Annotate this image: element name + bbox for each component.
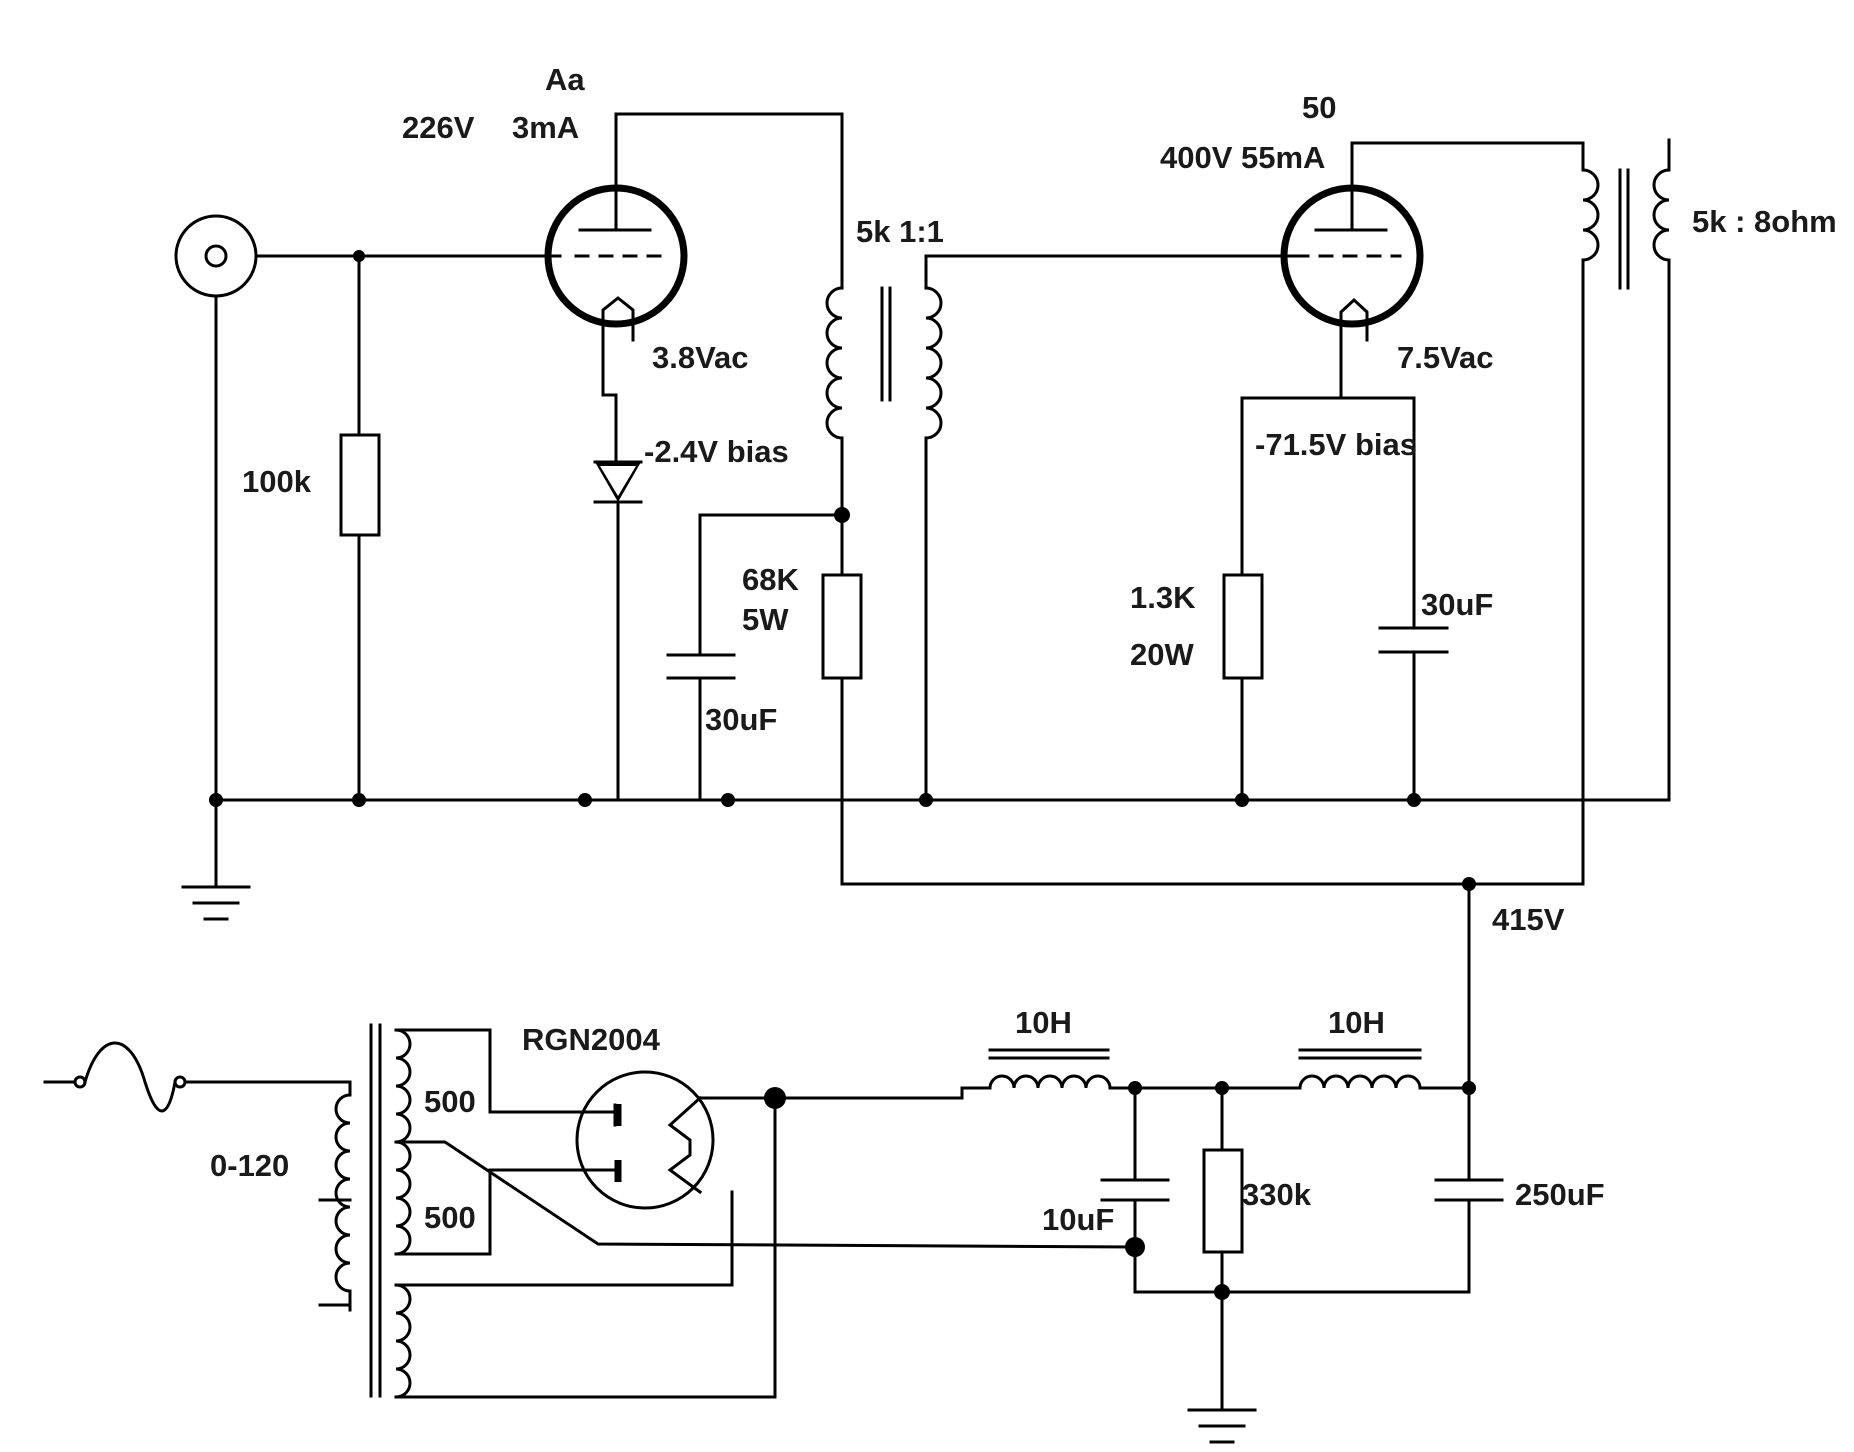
filter-chain [773,1048,1471,1100]
tube1-plate-wire [614,112,844,290]
rectifier-label: RGN2004 [522,1022,661,1057]
grid-resistor-label: 100k [242,464,312,499]
output-transformer-label: 5k : 8ohm [1692,204,1837,239]
tube1-type-label: Aa [545,62,585,97]
decoupling-cap-30uf [666,513,844,802]
filter-cap1-label: 10uF [1042,1202,1114,1237]
secondary-upper-label: 500 [424,1084,476,1119]
cathode-cap-label: 30uF [1421,587,1493,622]
bleeder-resistor [1202,1086,1244,1412]
decoupling-cap-label: 30uF [705,702,777,737]
bias-diode [593,393,643,802]
choke2-label: 10H [1328,1005,1385,1040]
tube-aa [543,112,688,397]
junction-dots [209,250,1476,891]
interstage-transformer-label: 5k 1:1 [856,214,944,249]
tube2-plate-wire [1350,141,1585,172]
tube2-heater-label: 7.5Vac [1397,340,1494,375]
cathode-resistor-value-label: 1.3K [1130,580,1196,615]
ac-input-fuse [43,1041,352,1307]
filter-cap-250uf [1434,1086,1504,1294]
power-transformer [318,1023,1137,1399]
bleeder-resistor-label: 330k [1242,1177,1312,1212]
cathode-network [1222,396,1449,802]
b-plus-rail [840,882,1585,1084]
secondary-lower-label: 500 [424,1200,476,1235]
choke1-label: 10H [1015,1005,1072,1040]
interstage-transformer [825,254,943,802]
filter-cap-10uf [1100,1086,1170,1294]
tube1-current-label: 3mA [512,110,579,145]
dropping-resistor-68k [821,513,863,886]
cathode-resistor-power-label: 20W [1130,637,1194,672]
rectifier-tube [558,1070,777,1210]
tube2-type-label: 50 [1302,90,1336,125]
tube1-bias-label: -2.4V bias [644,434,789,469]
output-transformer [1581,138,1671,886]
b-plus-label: 415V [1492,902,1565,937]
ps-ground [1187,1408,1257,1444]
tube2-operating-label: 400V 55mA [1160,140,1325,175]
input-jack [174,214,547,802]
ground-symbol [181,798,251,921]
tube1-heater-label: 3.8Vac [652,340,749,375]
grid-resistor-100k [339,254,381,802]
ps-junction-dots [764,1081,1476,1300]
filter-cap2-label: 250uF [1515,1177,1605,1212]
tube2-bias-label: -71.5V bias [1255,427,1417,462]
dropping-resistor-value-label: 68K [742,562,799,597]
primary-voltage-label: 0-120 [210,1148,289,1183]
dropping-resistor-power-label: 5W [742,602,789,637]
tube1-voltage-label: 226V [402,110,475,145]
tube-50 [1280,141,1424,400]
